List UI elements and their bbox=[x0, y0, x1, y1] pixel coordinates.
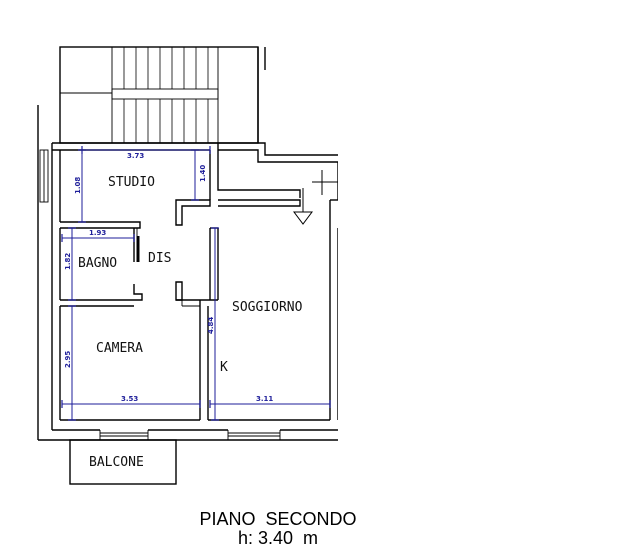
floor-height: h: 3.40 m bbox=[238, 528, 318, 548]
outer-walls bbox=[37, 105, 345, 441]
room-label-studio: STUDIO bbox=[108, 175, 155, 190]
dim-studio-height-right: 1.40 bbox=[199, 165, 207, 182]
staircase bbox=[59, 46, 266, 144]
dim-bagno-height: 1.82 bbox=[64, 253, 72, 270]
room-label-camera: CAMERA bbox=[96, 341, 143, 356]
dim-studio-height-left: 1.08 bbox=[74, 177, 82, 194]
electrical-symbol-icon bbox=[293, 170, 340, 225]
mask-area bbox=[338, 26, 636, 555]
floor-title: PIANO SECONDO bbox=[199, 509, 356, 529]
dimension-lines bbox=[61, 146, 331, 421]
room-label-soggiorno: SOGGIORNO bbox=[232, 300, 303, 315]
dim-camera-height: 2.95 bbox=[64, 351, 72, 368]
room-label-dis: DIS bbox=[148, 251, 171, 266]
balcone: BALCONE bbox=[69, 439, 177, 485]
dim-camera-width: 3.53 bbox=[121, 395, 138, 403]
dim-soggiorno-width: 3.11 bbox=[256, 395, 273, 403]
room-label-bagno: BAGNO bbox=[78, 256, 117, 271]
room-label-kitchen: K bbox=[220, 360, 228, 375]
dim-bagno-width: 1.93 bbox=[89, 229, 106, 237]
room-label-balcone: BALCONE bbox=[89, 455, 144, 470]
dim-soggiorno-height: 4.84 bbox=[207, 317, 215, 334]
dim-studio-width: 3.73 bbox=[127, 152, 144, 160]
